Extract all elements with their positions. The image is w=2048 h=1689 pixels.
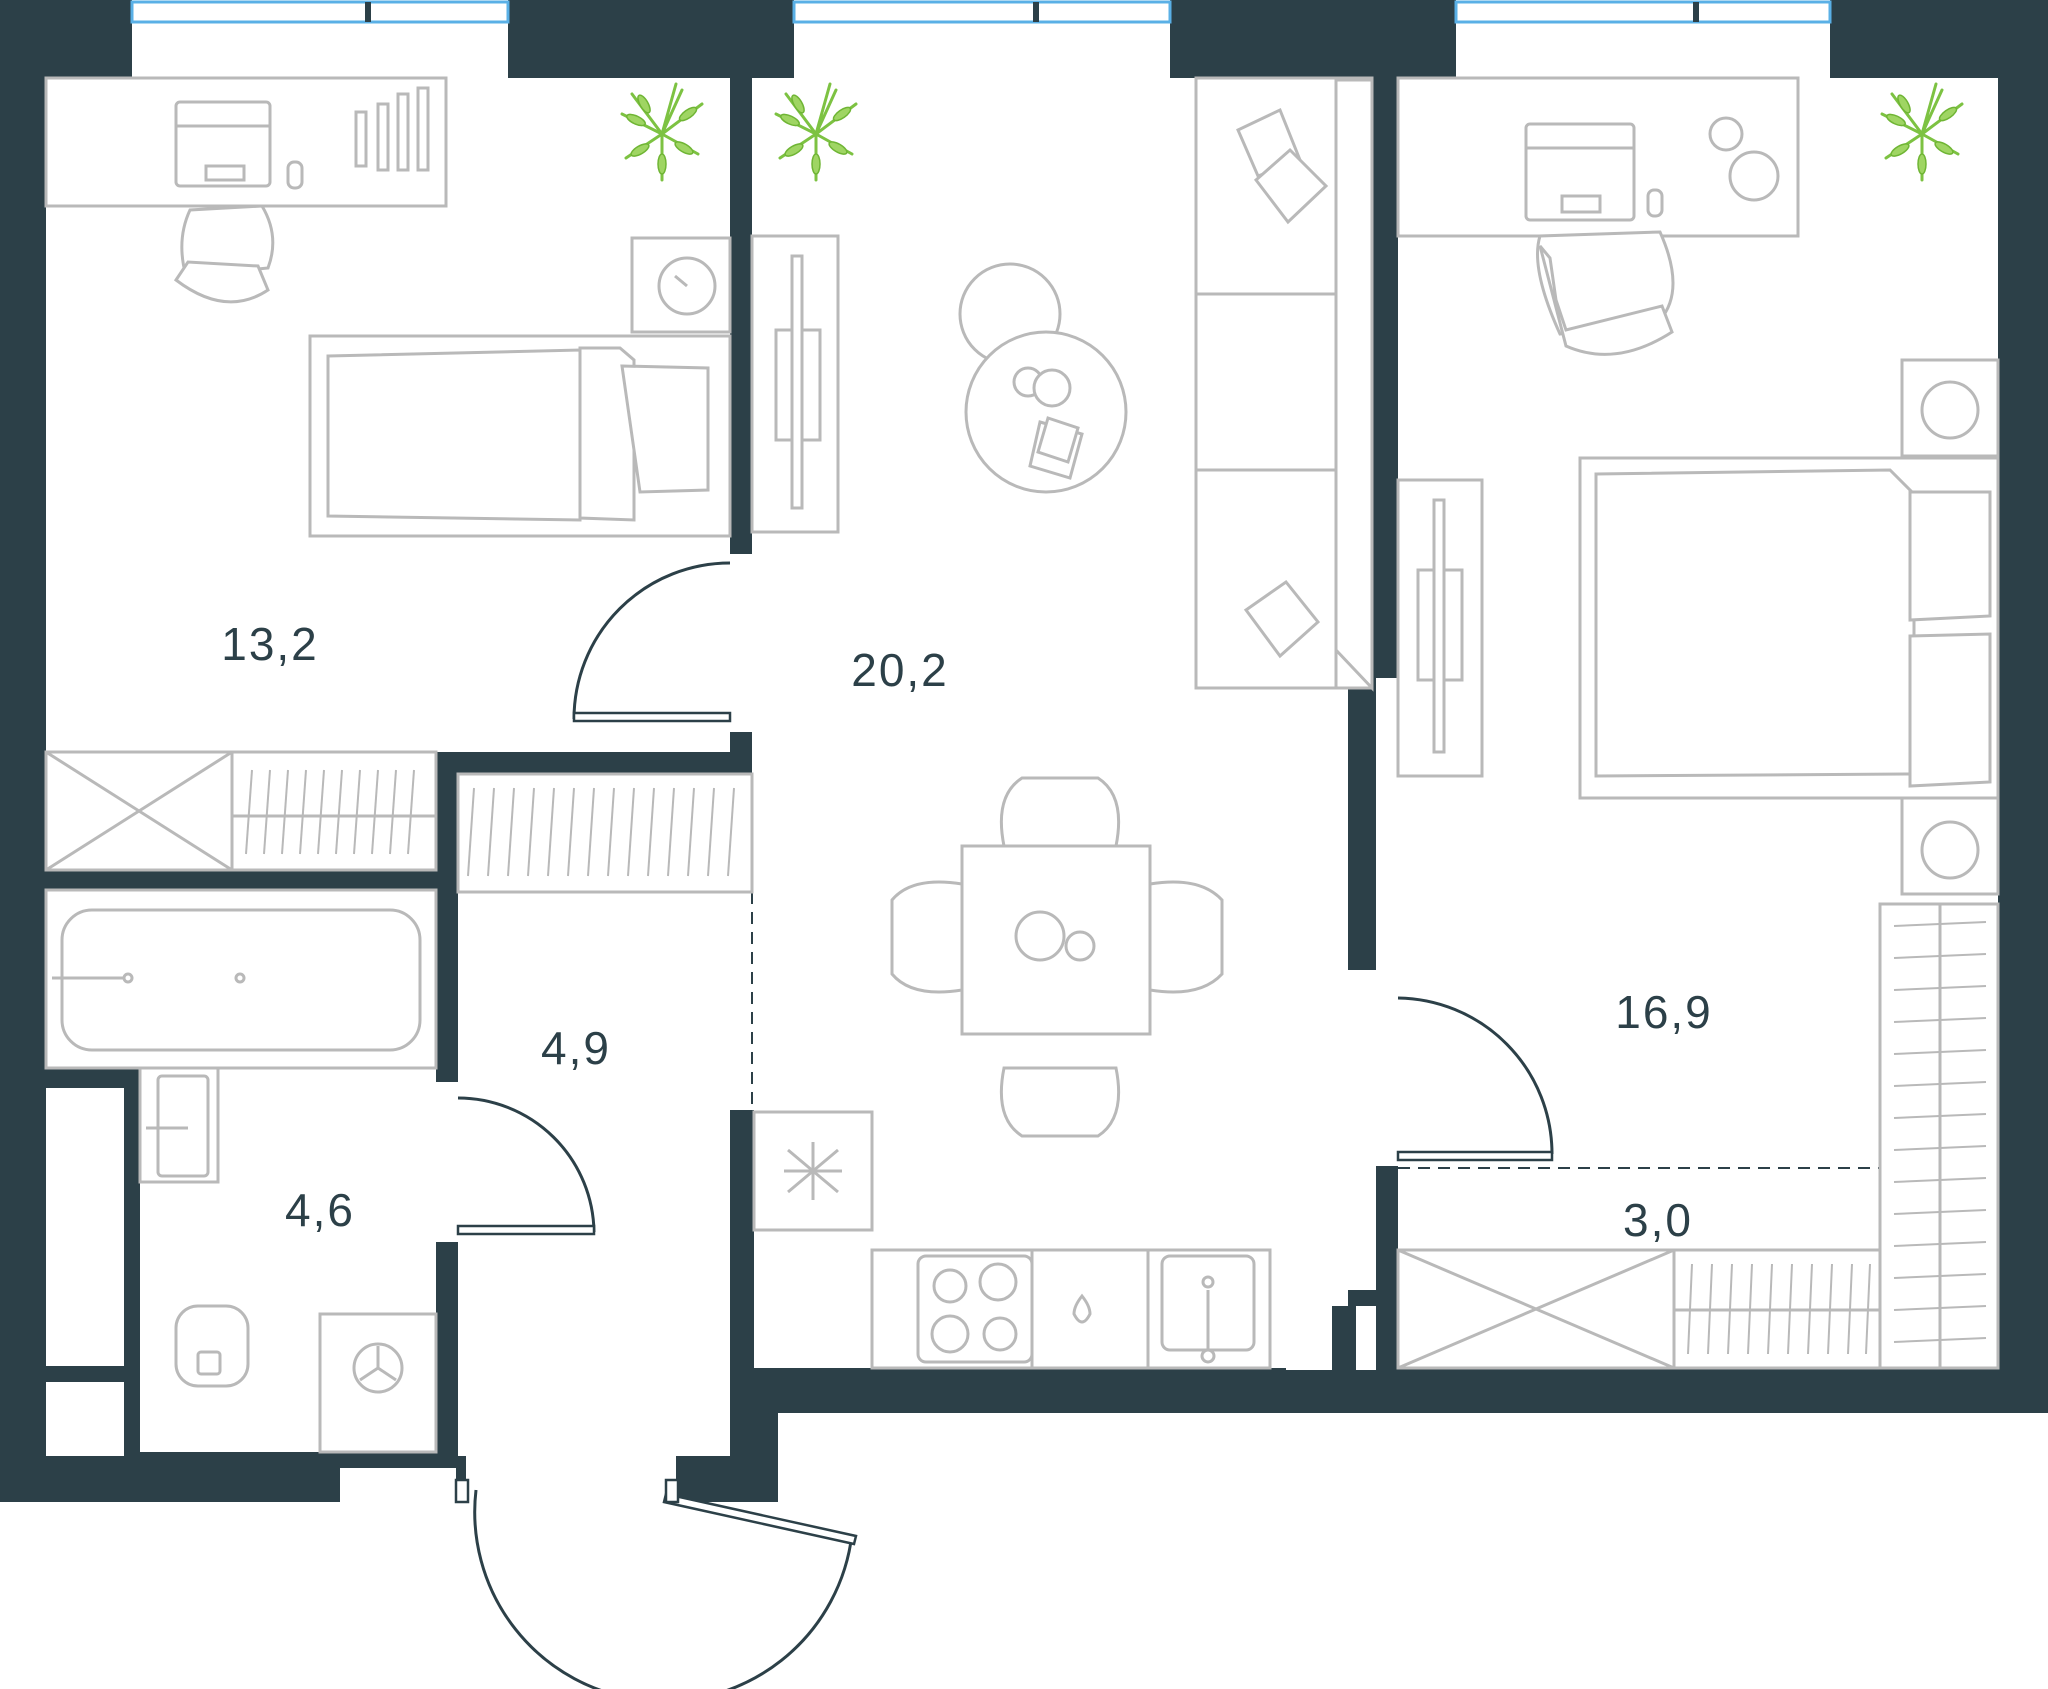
living-room-furniture [750, 76, 1374, 1138]
plant-icon [774, 82, 858, 182]
bathroom-furniture [44, 888, 438, 1454]
right-bedroom-furniture [1396, 76, 2000, 1370]
room-area-bathroom: 4,6 [285, 1184, 355, 1236]
plant-icon [620, 82, 704, 182]
hallway-furniture [456, 772, 754, 894]
kitchen-furniture [752, 1110, 1272, 1370]
doors [454, 561, 1554, 1689]
room-area-wardrobe: 3,0 [1623, 1194, 1693, 1246]
windows [130, 0, 1832, 24]
plant-icon [1880, 82, 1964, 182]
room-area-bedroom-left: 13,2 [221, 618, 319, 670]
room-area-hallway: 4,9 [541, 1022, 611, 1074]
right-bedroom-hatch [1687, 921, 1987, 1355]
room-area-bedroom-right: 16,9 [1615, 986, 1713, 1038]
left-bedroom-hatch [245, 769, 415, 855]
left-bedroom-furniture [44, 76, 732, 872]
room-area-living-kitchen: 20,2 [851, 644, 949, 696]
